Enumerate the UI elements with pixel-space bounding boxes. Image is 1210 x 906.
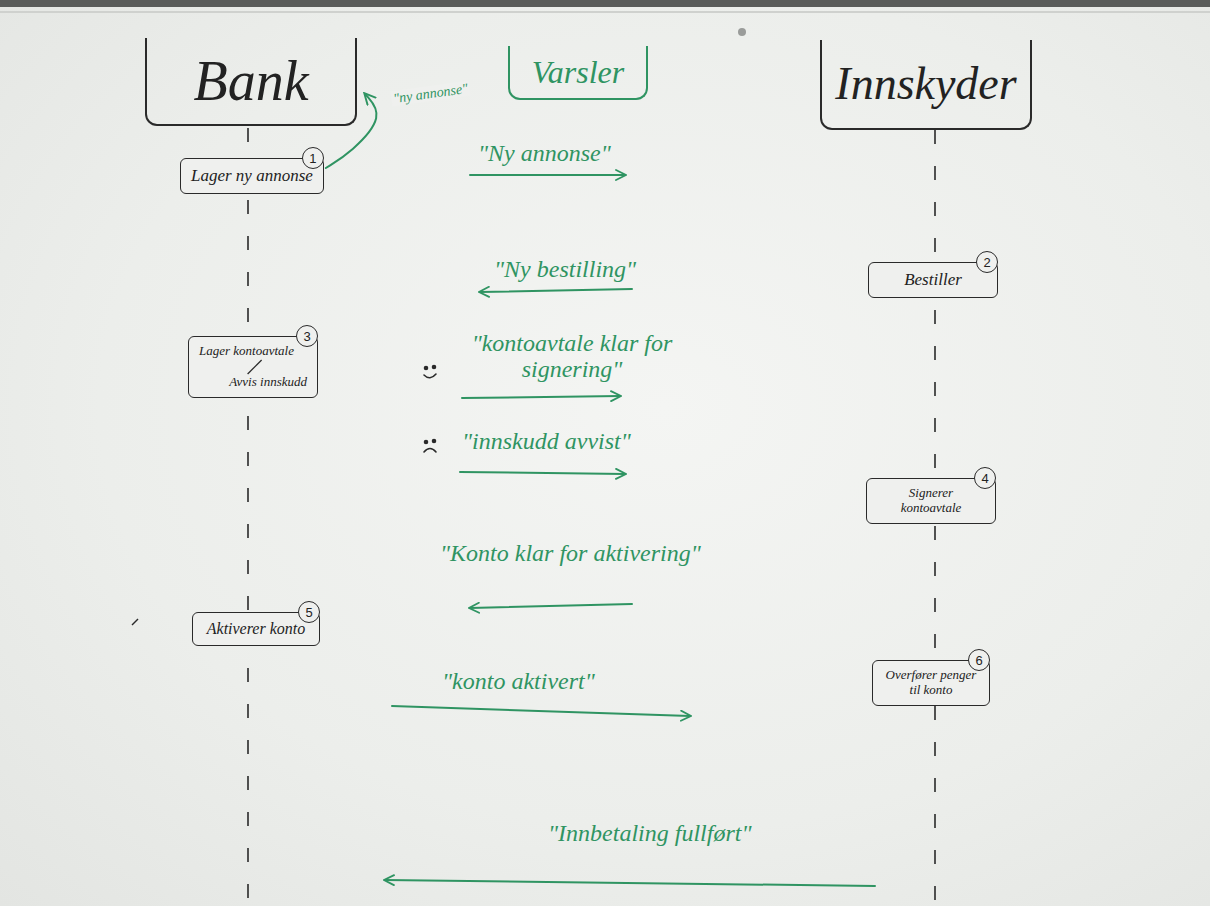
node-text: Avvis innskudd	[199, 375, 307, 390]
message-arrow	[470, 174, 625, 176]
message-arrows	[385, 175, 875, 886]
divider-slash	[199, 359, 307, 375]
message-label: "Ny bestilling"	[494, 256, 636, 282]
message-arrow	[480, 289, 632, 292]
connector-arrow	[326, 94, 377, 168]
stray-mark	[132, 619, 138, 625]
process-box: Lager ny annonse	[180, 158, 324, 194]
process-box: Lager kontoavtaleAvvis innskudd	[188, 336, 318, 398]
node-text: Bestiller	[879, 270, 987, 290]
connector-label: "ny annonse"	[390, 81, 471, 107]
callout-number: 3	[296, 325, 318, 347]
node-text: Varsler	[532, 54, 624, 91]
node-text: Lager kontoavtale	[199, 344, 307, 359]
node-text: Bank	[193, 49, 308, 113]
message-label: "Ny annonse"	[478, 140, 611, 166]
callout-number: 1	[302, 147, 324, 169]
message-label: "Innbetaling fullført"	[548, 820, 751, 846]
divider-slash	[199, 359, 307, 375]
message-label: "konto aktivert"	[442, 668, 595, 694]
message-label: "Konto klar for aktivering"	[440, 540, 701, 566]
message-arrow	[462, 396, 620, 398]
node-text: Innskyder	[835, 58, 1016, 111]
callout-number: 5	[298, 601, 320, 623]
lifeline	[247, 128, 249, 906]
node-text: Lager ny annonse	[191, 166, 313, 186]
message-arrow	[385, 880, 875, 886]
board-screw	[738, 28, 746, 36]
callout-number: 2	[976, 251, 998, 273]
message-arrow	[470, 604, 632, 608]
callout-number: 4	[974, 467, 996, 489]
message-label: "innskudd avvist"	[462, 428, 631, 454]
smiley	[424, 366, 436, 378]
frowny	[424, 440, 436, 453]
actor-header: Innskyder	[820, 40, 1032, 130]
node-text: Aktiverer konto	[203, 620, 309, 638]
message-arrow	[460, 472, 625, 474]
actor-header: Bank	[145, 38, 357, 126]
message-arrow	[392, 706, 690, 716]
node-text: Overfører penger til konto	[883, 668, 979, 698]
board-edge	[0, 11, 1210, 13]
actor-header: Varsler	[508, 46, 648, 100]
message-label: "kontoavtale klar for signering"	[452, 330, 692, 383]
node-text: Signerer kontoavtale	[877, 486, 985, 516]
board-frame	[0, 0, 1210, 7]
callout-number: 6	[968, 649, 990, 671]
